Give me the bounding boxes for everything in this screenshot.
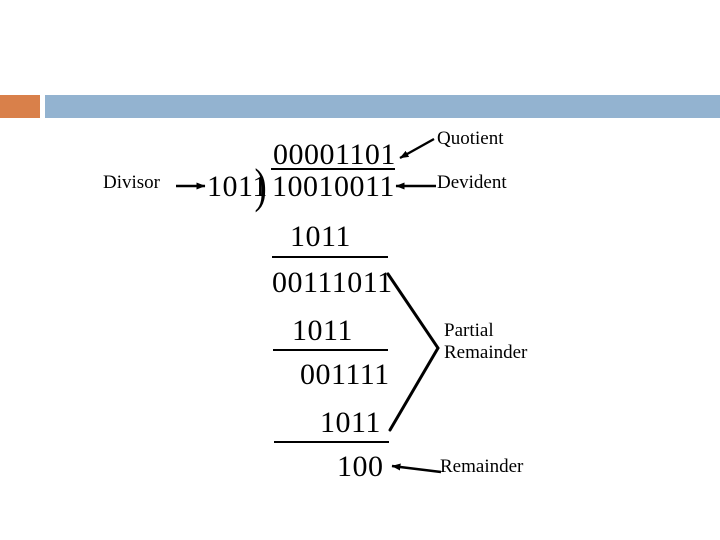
subtraction-line-2	[273, 349, 388, 351]
header-bar	[45, 95, 720, 118]
dividend-value: 10010011	[272, 170, 395, 203]
divisor-value: 1011	[207, 170, 268, 203]
subtraction-line-3	[274, 441, 389, 443]
quotient-arrow	[399, 137, 435, 160]
partial-remainder-brace	[386, 272, 440, 432]
label-remainder: Remainder	[440, 456, 524, 477]
subtrahend-row-1: 1011	[290, 220, 351, 253]
label-devident: Devident	[437, 172, 507, 193]
quotient-value: 00001101	[273, 138, 396, 171]
division-bracket-icon: )	[254, 158, 267, 213]
header-accent-square	[0, 95, 40, 118]
header-band	[0, 95, 720, 118]
partial-remainder-row-2: 001111	[300, 358, 390, 391]
remainder-arrow	[391, 463, 442, 474]
subtrahend-row-3: 1011	[320, 406, 381, 439]
partial-remainder-row-1: 00111011	[272, 266, 393, 299]
label-divisor: Divisor	[103, 172, 160, 193]
label-quotient: Quotient	[437, 128, 504, 149]
subtrahend-row-2: 1011	[292, 314, 353, 347]
vinculum-line	[271, 168, 395, 170]
label-partial-remainder: Partial Remainder	[444, 320, 528, 363]
remainder-value: 100	[337, 450, 384, 483]
subtraction-line-1	[272, 256, 388, 258]
